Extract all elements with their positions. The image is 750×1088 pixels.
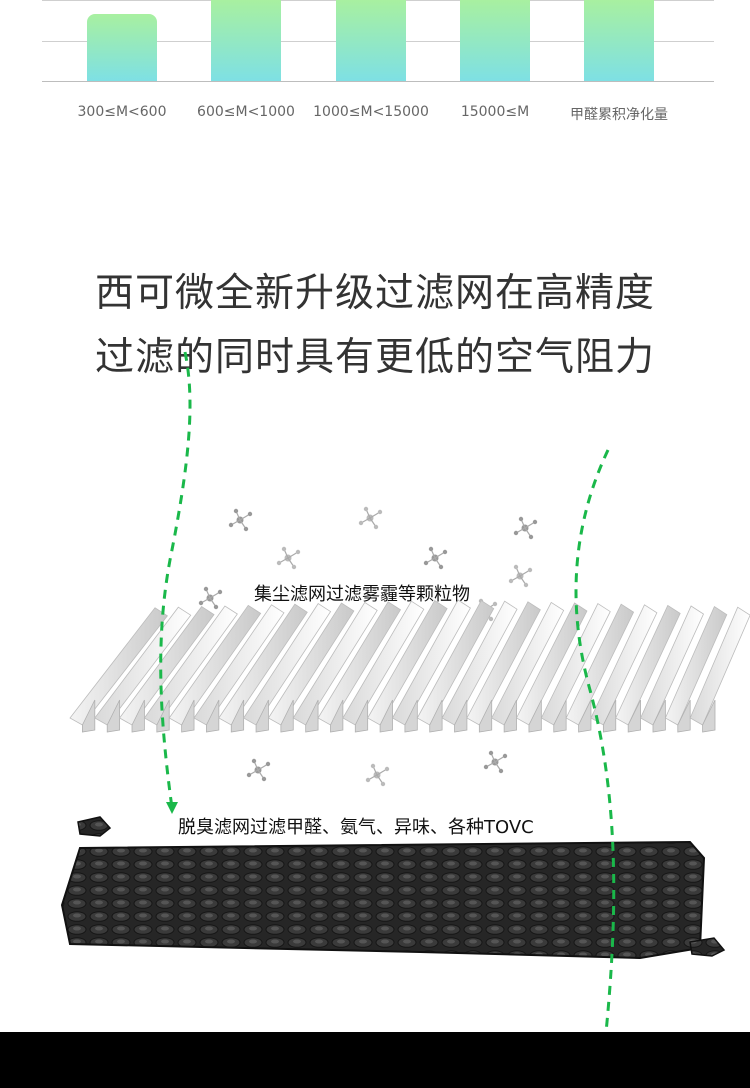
filter-pleat — [615, 604, 681, 726]
bar — [460, 0, 530, 81]
arrow-head-icon — [166, 802, 178, 814]
filter-pleat — [243, 603, 332, 726]
filter-pleat-fold — [305, 699, 319, 733]
dust-filter-label: 集尘滤网过滤雾霾等颗粒物 — [254, 584, 470, 605]
filter-pleat-fold — [131, 699, 145, 733]
filter-pleat — [516, 602, 588, 726]
deodor-filter-carbon — [60, 816, 726, 960]
x-axis-line — [42, 81, 714, 82]
filter-pleat — [168, 604, 262, 726]
filter-pleat — [689, 606, 750, 726]
filter-pleat-fold — [206, 699, 220, 733]
category-label: 1000≤M<15000 — [313, 104, 429, 120]
category-label: 600≤M<1000 — [197, 104, 295, 120]
filter-pleat-fold — [578, 699, 592, 733]
filter-pleat-fold — [677, 699, 691, 733]
molecule-icon — [508, 564, 533, 588]
molecule-icon — [483, 750, 508, 774]
filter-pleat — [143, 605, 238, 726]
filter-pleat — [69, 607, 168, 726]
bar — [211, 0, 281, 81]
filter-pleat — [342, 600, 425, 726]
filter-pleat-fold — [454, 699, 468, 733]
filter-pleat — [441, 600, 518, 726]
filter-pleat-fold — [156, 699, 170, 733]
airflow-arrow-right — [574, 449, 616, 1088]
deodor-filter-label: 脱臭滤网过滤甲醛、氨气、异味、各种TOVC — [178, 817, 534, 838]
filter-pleat — [193, 604, 285, 726]
molecule-icon — [246, 758, 271, 782]
filter-pleat-fold — [379, 699, 393, 733]
filter-pleat — [640, 605, 704, 726]
airflow-arrow-left — [159, 351, 192, 809]
category-label: 甲醛累积净化量 — [570, 107, 668, 123]
filter-pleat-fold — [255, 699, 269, 733]
purification-bar-chart: 300≤M<600 600≤M<1000 1000≤M<15000 15000≤M 甲醛… — [0, 0, 750, 130]
bar — [584, 0, 654, 81]
filter-pleat-fold — [230, 699, 245, 733]
filter-pleat — [565, 603, 635, 726]
molecule-icon — [423, 546, 448, 570]
filter-pleat — [292, 601, 378, 726]
filter-pleat-fold — [330, 699, 344, 733]
filter-pleat-fold — [602, 699, 617, 733]
molecule-icon — [358, 506, 383, 530]
filter-pleat-fold — [652, 699, 666, 733]
filter-pleat — [218, 603, 308, 726]
filter-pleat — [367, 600, 448, 726]
filter-pleat-fold — [528, 699, 542, 733]
category-label: 15000≤M — [460, 104, 530, 120]
filter-pleat-fold — [553, 699, 567, 733]
headline-line-1: 西可微全新升级过滤网在高精度 — [94, 271, 655, 316]
filter-pleat — [466, 601, 541, 726]
filter-pleat-fold — [429, 699, 443, 733]
dust-filter-pleated — [69, 599, 750, 733]
filter-pleat-fold — [106, 699, 121, 733]
filter-pleat-fold — [503, 699, 517, 733]
filter-pleat — [491, 601, 565, 726]
footer-bar — [0, 1032, 750, 1088]
molecule-icon — [198, 586, 223, 610]
filter-pleat — [391, 599, 471, 726]
filter-pleat-fold — [627, 699, 641, 733]
filter-pleat — [94, 606, 192, 726]
filter-pleat-fold — [404, 699, 418, 733]
molecule-icon — [276, 546, 301, 570]
filter-pleat-fold — [478, 699, 493, 733]
filter-pleat — [664, 606, 728, 726]
molecule-icon — [513, 516, 538, 540]
filter-pleat-fold — [82, 699, 96, 733]
bar — [336, 0, 406, 81]
filter-pleat — [416, 600, 495, 726]
filter-pleat — [267, 602, 355, 726]
molecule-icon — [228, 508, 253, 532]
bar — [87, 14, 157, 81]
filter-pleat — [317, 601, 402, 726]
filter-pleat-fold — [702, 699, 716, 733]
filter-pleat-fold — [280, 699, 294, 733]
filter-pleat — [119, 606, 215, 726]
filter-pleat-fold — [181, 699, 195, 733]
filter-pleat-fold — [354, 699, 369, 733]
category-label: 300≤M<600 — [77, 104, 167, 120]
molecule-icon — [365, 763, 390, 787]
